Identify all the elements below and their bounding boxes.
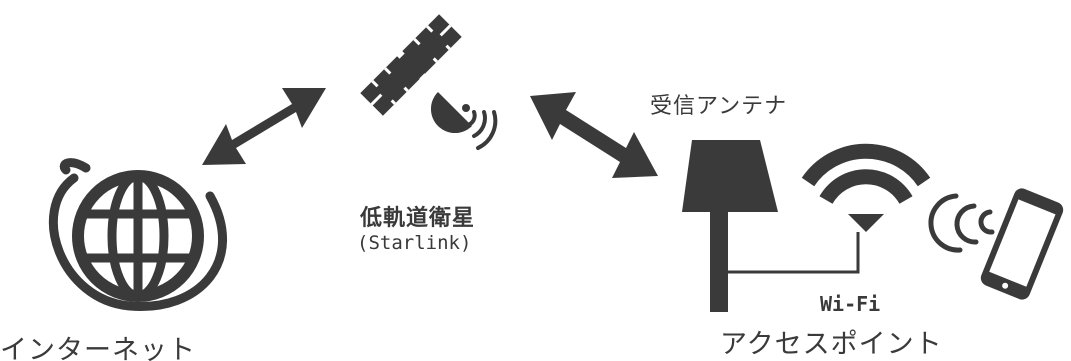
internet-label: インターネット — [0, 335, 196, 361]
wifi-icon — [801, 143, 931, 232]
double-arrow-icon — [202, 88, 326, 165]
antenna-icon — [682, 140, 778, 312]
satellite-name-label: 低軌道衛星 — [360, 205, 476, 231]
satellite-icon — [360, 14, 498, 150]
antenna-label: 受信アンテナ — [650, 94, 788, 119]
access-point-label: アクセスポイント — [720, 329, 943, 360]
smartphone-icon — [928, 188, 1064, 300]
double-arrow-icon — [530, 92, 658, 178]
wifi-label: Wi-Fi — [820, 292, 881, 316]
connection-line — [728, 232, 860, 274]
globe-icon — [48, 158, 227, 311]
satellite-sub-label: (Starlink) — [357, 232, 472, 254]
